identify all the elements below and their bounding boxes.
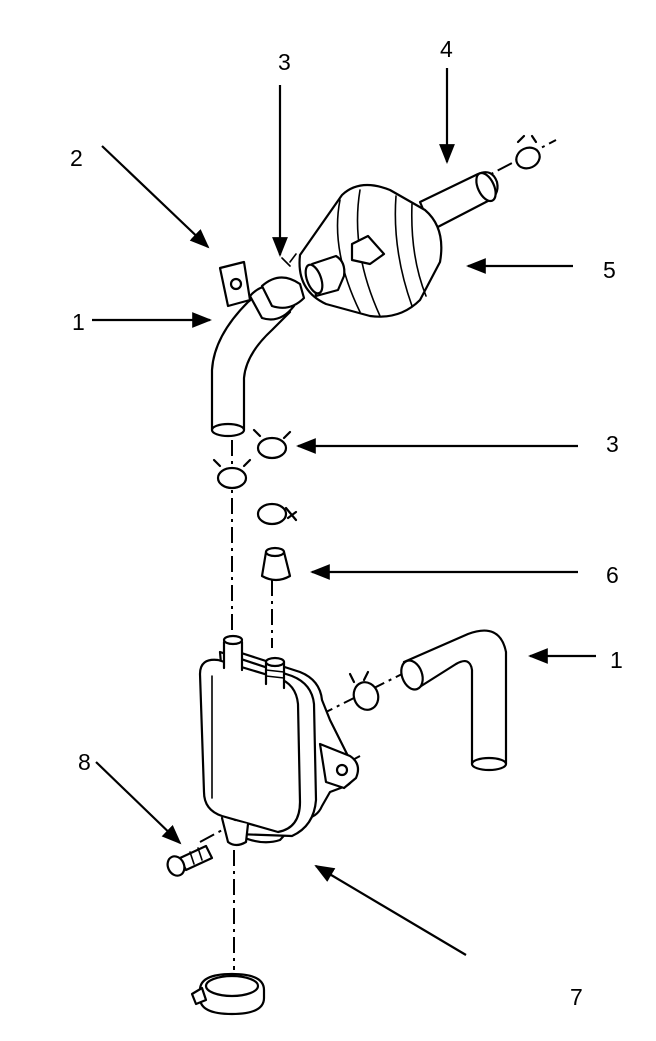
callout-3-mid: 3 [606, 431, 619, 457]
callout-4: 4 [440, 36, 453, 62]
fuel-hose-elbow-right [400, 629, 508, 772]
hose-clamp-right-upper [252, 428, 292, 460]
hose-clamp-right-lower [256, 502, 298, 526]
callout-6: 6 [606, 562, 619, 588]
hose-clamp-left-loose [212, 458, 252, 490]
callout-2: 2 [70, 145, 83, 171]
callout-1-top: 1 [72, 309, 85, 335]
leader-arrow-2 [101, 145, 210, 249]
leader-arrow-8 [95, 761, 182, 845]
hose-clamp-side [348, 670, 380, 711]
callout-7: 7 [570, 984, 583, 1010]
vapor-separator-tank [198, 634, 360, 847]
mounting-screw-8 [166, 844, 214, 877]
hose-clamp-bottom [190, 972, 266, 1016]
fuel-filter [298, 171, 499, 318]
fuel-hose-elbow-top [210, 253, 306, 438]
flow-direction-icon [350, 234, 386, 266]
callout-3-top: 3 [278, 49, 291, 75]
leader-arrow-7 [314, 864, 467, 956]
hose-clamp-outlet [515, 134, 541, 170]
callout-1-right: 1 [610, 647, 623, 673]
rubber-cap-6 [260, 546, 292, 582]
callout-8: 8 [78, 749, 91, 775]
callout-5: 5 [603, 257, 616, 283]
